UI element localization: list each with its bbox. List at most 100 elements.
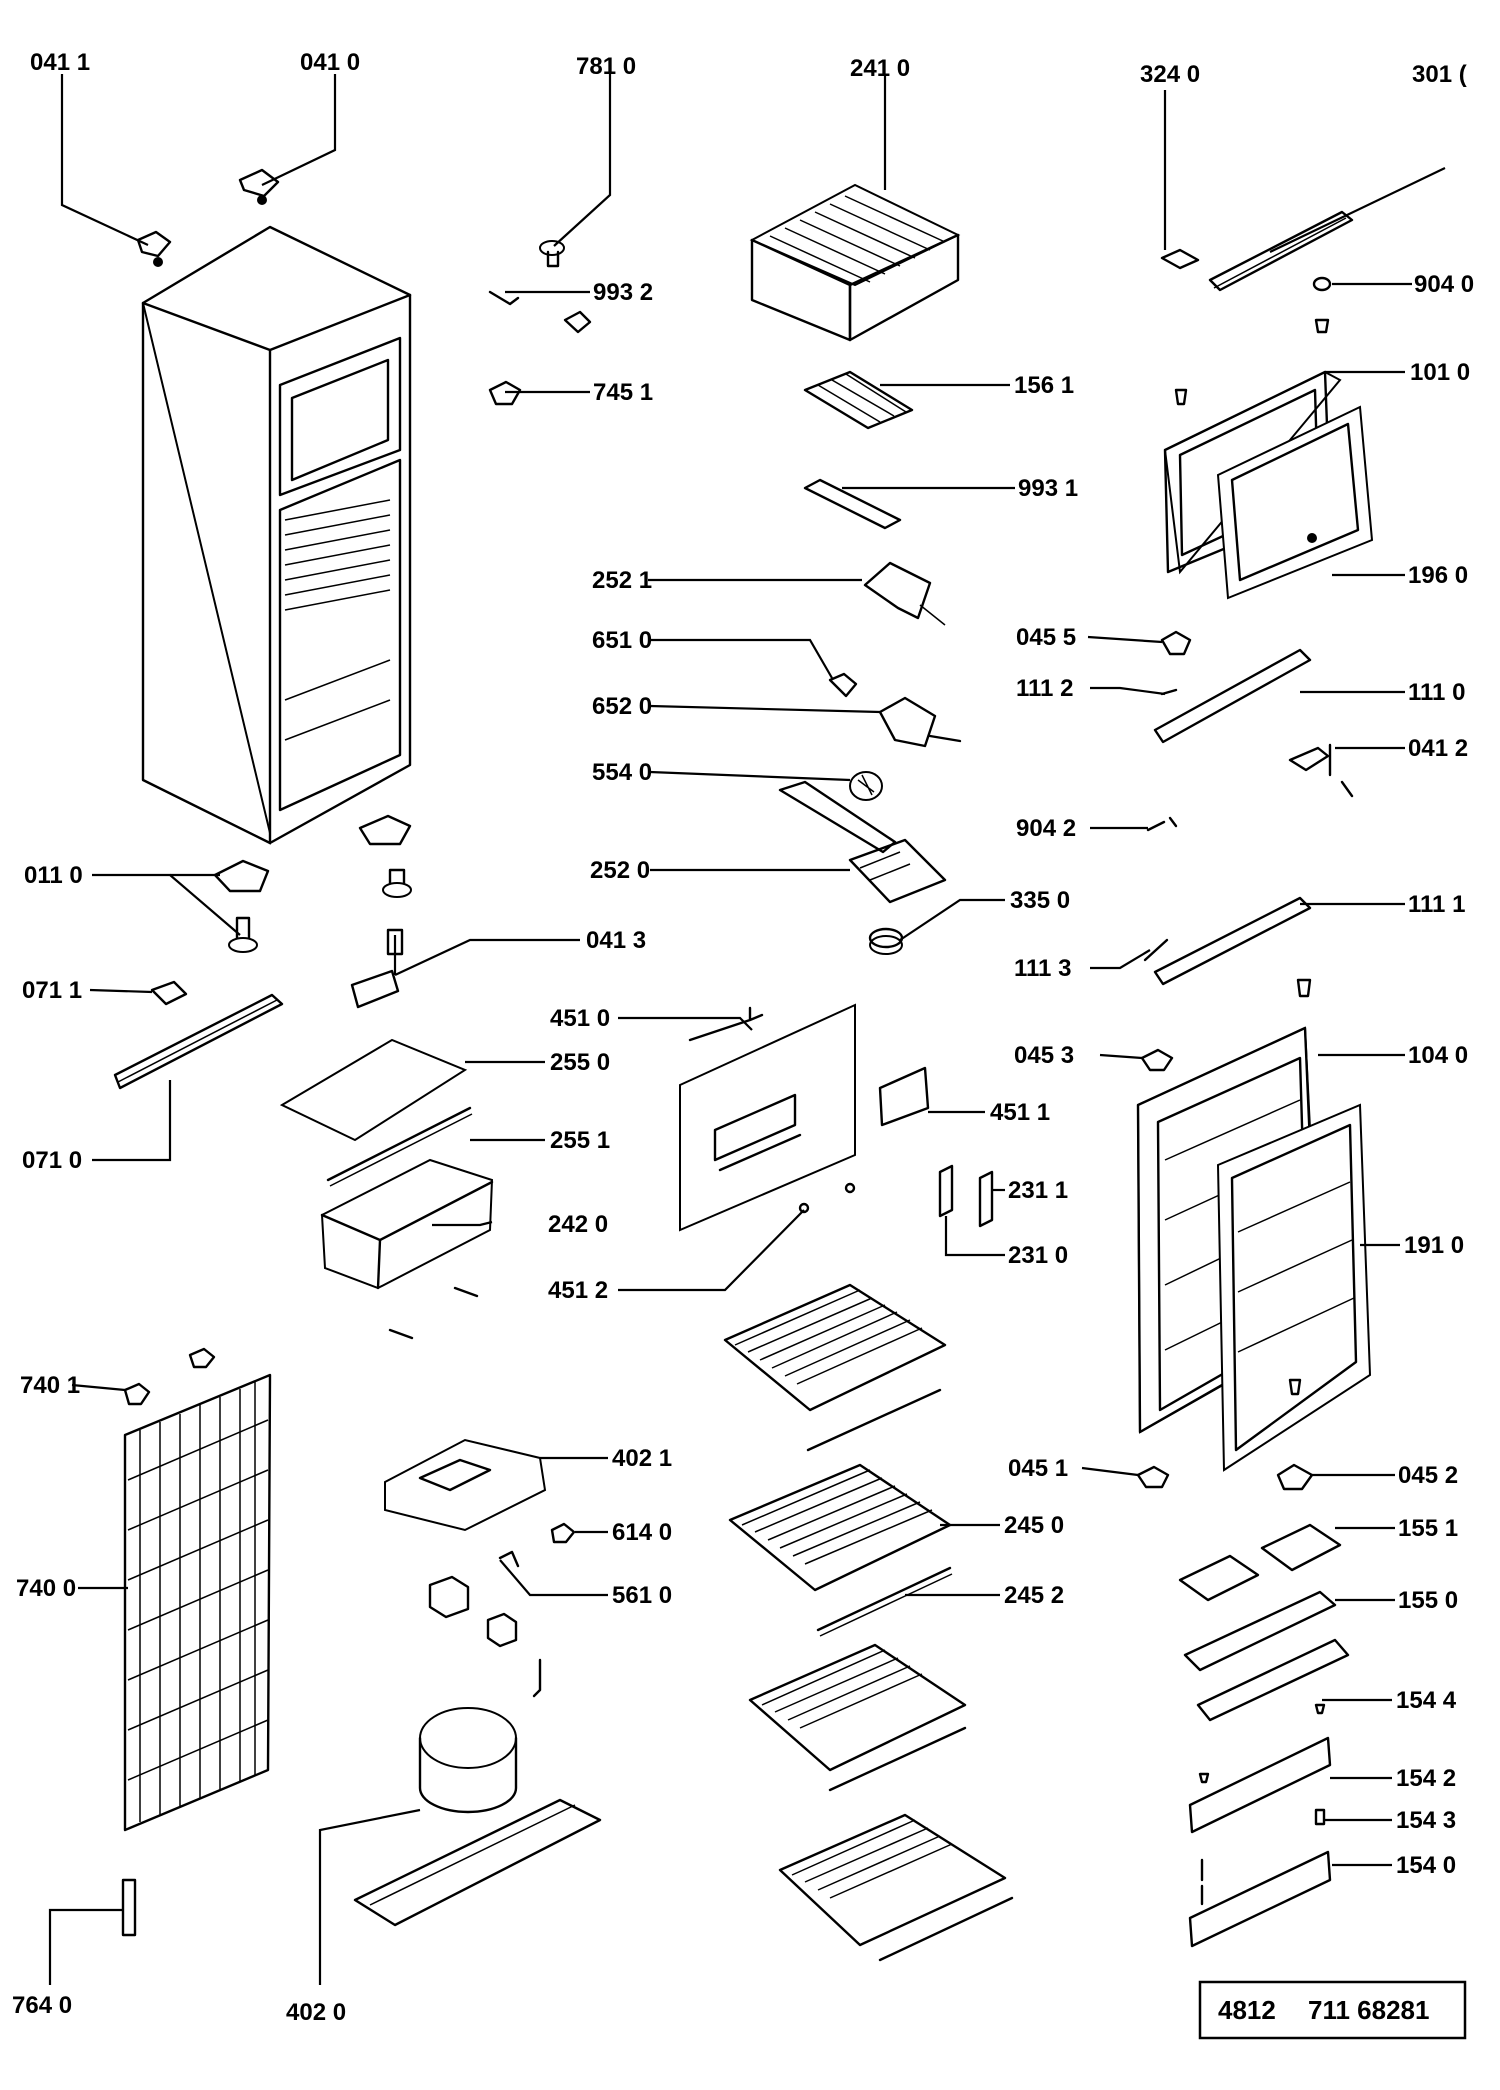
drier-7640 bbox=[121, 1878, 137, 1937]
label-0451: 045 1 bbox=[1008, 1455, 1068, 1482]
part-6510 bbox=[828, 672, 858, 698]
wire-shelf-top bbox=[723, 1283, 947, 1452]
label-2311: 231 1 bbox=[1008, 1177, 1068, 1204]
label-1540: 154 0 bbox=[1396, 1852, 1456, 1879]
panel-4511 bbox=[878, 1066, 930, 1127]
label-5610: 561 0 bbox=[612, 1582, 672, 1609]
label-4511: 451 1 bbox=[990, 1099, 1050, 1126]
label-1960: 196 0 bbox=[1408, 562, 1468, 589]
label-7451: 745 1 bbox=[593, 379, 653, 406]
label-9042: 904 2 bbox=[1016, 815, 1076, 842]
label-4020: 402 0 bbox=[286, 1999, 346, 2026]
label-3010: 301 ( bbox=[1412, 61, 1467, 88]
label-1040: 104 0 bbox=[1408, 1042, 1468, 1069]
label-1543: 154 3 bbox=[1396, 1807, 1456, 1834]
shelf-trim-2452 bbox=[816, 1566, 953, 1637]
part-0453 bbox=[1140, 1048, 1174, 1072]
ice-tray-1561 bbox=[803, 370, 914, 430]
label-2310: 231 0 bbox=[1008, 1242, 1068, 1269]
label-0453: 045 3 bbox=[1014, 1042, 1074, 1069]
label-0710: 071 0 bbox=[22, 1147, 82, 1174]
fridge-cabinet bbox=[141, 225, 412, 845]
door-bin-1540 bbox=[1188, 1850, 1332, 1948]
part-2521 bbox=[863, 561, 946, 626]
label-1544: 154 4 bbox=[1396, 1687, 1457, 1714]
part-6520 bbox=[878, 696, 962, 748]
rail-0710 bbox=[113, 993, 284, 1090]
label-0455: 045 5 bbox=[1016, 624, 1076, 651]
part-labels: 041 1 041 0 781 0 241 0 324 0 301 ( 993 … bbox=[12, 49, 1474, 2026]
label-1551: 155 1 bbox=[1398, 1515, 1458, 1542]
label-2551: 255 1 bbox=[550, 1127, 610, 1154]
part-0452 bbox=[1276, 1463, 1314, 1491]
label-3350: 335 0 bbox=[1010, 887, 1070, 914]
hinge-part-0411 bbox=[136, 230, 172, 267]
label-6520: 652 0 bbox=[592, 693, 652, 720]
part-1113 bbox=[1143, 938, 1169, 962]
label-1561: 156 1 bbox=[1014, 372, 1074, 399]
label-2550: 255 0 bbox=[550, 1049, 610, 1076]
lamp-cover-2310 bbox=[938, 1164, 954, 1218]
reference-number: 711 68281 bbox=[1308, 1995, 1429, 2025]
shelf-trim-2551 bbox=[326, 1106, 473, 1187]
door-bin-1542 bbox=[1188, 1736, 1332, 1834]
label-0410: 041 0 bbox=[300, 49, 360, 76]
wire-shelf-lower bbox=[748, 1643, 967, 1792]
part-0413-lower bbox=[350, 969, 400, 1009]
label-0412: 041 2 bbox=[1408, 735, 1468, 762]
part-1543 bbox=[1314, 1808, 1326, 1826]
hinge-part-0410 bbox=[238, 168, 280, 205]
handle-3010 bbox=[1208, 210, 1354, 292]
label-4510: 451 0 bbox=[550, 1005, 610, 1032]
label-0110: 011 0 bbox=[24, 862, 83, 889]
label-1910: 191 0 bbox=[1404, 1232, 1464, 1259]
freezer-box-2410 bbox=[749, 183, 961, 342]
label-1010: 101 0 bbox=[1410, 359, 1470, 386]
lamp-2311 bbox=[978, 1170, 994, 1228]
trim-3240 bbox=[1160, 248, 1200, 270]
small-part-9932 bbox=[488, 290, 592, 334]
label-1112: 111 2 bbox=[1016, 675, 1073, 702]
plug-9040 bbox=[1312, 276, 1332, 334]
compressor-4020 bbox=[353, 1707, 602, 1927]
fridge-gasket-1910 bbox=[1216, 1103, 1372, 1472]
hinge-0412 bbox=[1288, 743, 1354, 798]
relay-5610 bbox=[428, 1550, 542, 1698]
label-1113: 111 3 bbox=[1014, 955, 1071, 982]
label-0711: 071 1 bbox=[22, 977, 82, 1004]
egg-tray-1551 bbox=[1178, 1523, 1342, 1602]
label-7640: 764 0 bbox=[12, 1992, 72, 2019]
condenser-7400 bbox=[123, 1373, 272, 1832]
door-bin-1550 bbox=[1183, 1590, 1350, 1722]
rail-1110 bbox=[1153, 648, 1312, 744]
label-1111: 111 1 bbox=[1408, 891, 1465, 918]
screw-9042 bbox=[1146, 816, 1178, 832]
reference-prefix: 4812 bbox=[1218, 1995, 1276, 2025]
label-2420: 242 0 bbox=[548, 1211, 608, 1238]
label-0411: 041 1 bbox=[30, 49, 90, 76]
plug-1040-top bbox=[1296, 978, 1312, 998]
label-9932: 993 2 bbox=[593, 279, 653, 306]
part-5540 bbox=[849, 771, 883, 801]
label-2520: 252 0 bbox=[590, 857, 650, 884]
label-1542: 154 2 bbox=[1396, 1765, 1456, 1792]
part-0455 bbox=[1160, 630, 1192, 656]
label-0452: 045 2 bbox=[1398, 1462, 1458, 1489]
label-3240: 324 0 bbox=[1140, 61, 1200, 88]
part-9931 bbox=[803, 478, 902, 530]
label-9931: 993 1 bbox=[1018, 475, 1078, 502]
label-9040: 904 0 bbox=[1414, 271, 1474, 298]
label-7810: 781 0 bbox=[576, 53, 636, 80]
part-6140 bbox=[550, 1522, 576, 1544]
label-6140: 614 0 bbox=[612, 1519, 672, 1546]
knob-3350 bbox=[868, 927, 904, 955]
reference-box: 4812 711 68281 bbox=[1198, 1980, 1467, 2040]
compressor-cover-4021 bbox=[384, 1438, 547, 1532]
label-4512: 451 2 bbox=[548, 1277, 608, 1304]
label-1550: 155 0 bbox=[1398, 1587, 1458, 1614]
thermostat-assembly-2520 bbox=[778, 780, 947, 904]
label-7401: 740 1 bbox=[20, 1372, 80, 1399]
rail-1111 bbox=[1153, 896, 1312, 986]
small-part-7451 bbox=[488, 380, 522, 406]
leader-lines bbox=[48, 74, 1446, 1985]
